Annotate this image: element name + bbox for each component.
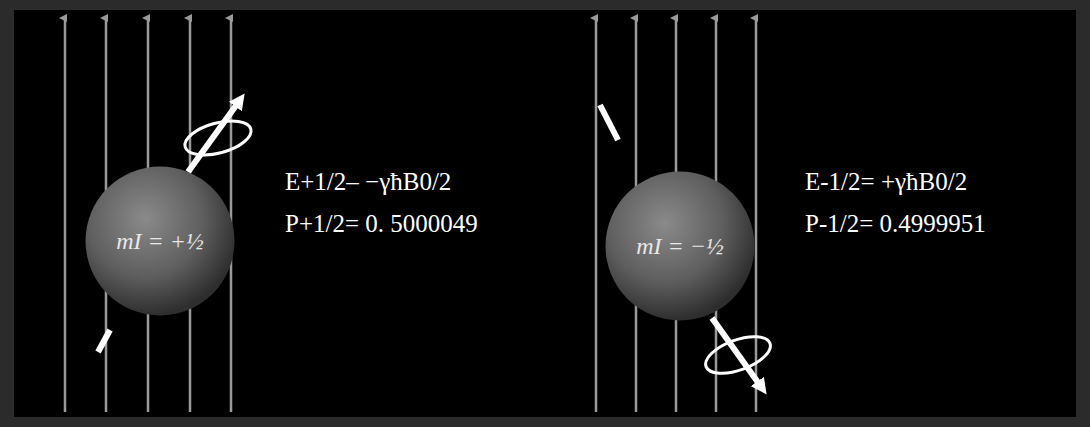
spin-down-arrow <box>600 105 775 388</box>
energy-population-label: P-1/2= 0.4999951 <box>805 210 986 238</box>
spin-quantum-number: mI = −½ <box>636 233 724 260</box>
energy-population-label: E-1/2= +γħB0/2 <box>805 168 967 196</box>
energy-population-label: P+1/2= 0. 5000049 <box>285 210 478 238</box>
spin-quantum-number: mI = +½ <box>116 228 204 255</box>
black-ground <box>14 10 1076 417</box>
energy-population-label: E+1/2– −γħB0/2 <box>285 168 451 196</box>
spin-sphere: mI = −½ <box>604 170 756 322</box>
field-lines-right <box>596 18 756 412</box>
spin-sphere: mI = +½ <box>84 165 236 317</box>
